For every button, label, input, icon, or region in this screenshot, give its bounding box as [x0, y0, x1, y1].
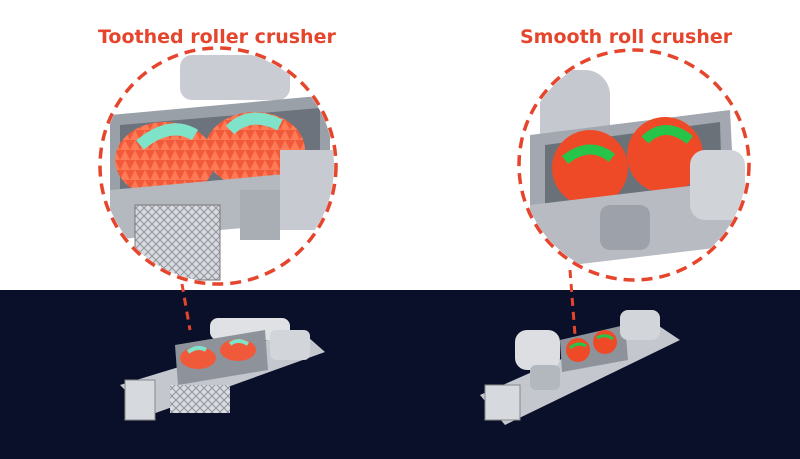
smooth-crusher-machine: [480, 310, 680, 425]
smooth-crusher-closeup: [521, 52, 747, 278]
toothed-roller-crusher-title: Toothed roller crusher: [98, 26, 336, 48]
smooth-leader-line: [568, 269, 577, 336]
rotation-arrow-icon: [225, 112, 283, 135]
toothed-crusher-closeup: [102, 50, 334, 282]
smooth-zoom-circle: [517, 48, 751, 282]
dark-background-band: [0, 290, 800, 459]
rotation-arrow-icon: [641, 125, 694, 145]
toothed-crusher-machine: [120, 318, 325, 421]
smooth-roll-crusher-title: Smooth roll crusher: [520, 26, 733, 48]
toothed-zoom-circle: [98, 46, 338, 286]
rotation-arrow-icon: [136, 123, 199, 150]
toothed-leader-line: [180, 283, 192, 331]
rotation-arrow-icon: [561, 144, 616, 165]
